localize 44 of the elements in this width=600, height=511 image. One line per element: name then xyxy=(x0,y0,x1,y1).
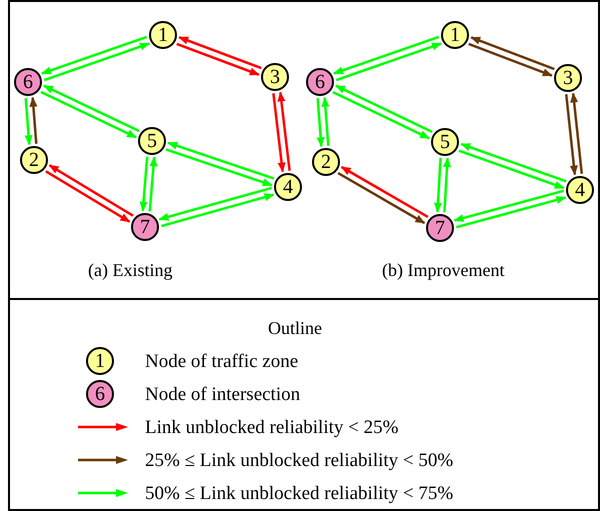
panel-caption: (a) Existing xyxy=(88,259,172,282)
arrow xyxy=(337,172,426,224)
arrow xyxy=(443,157,452,212)
arrow xyxy=(321,96,330,146)
arrow xyxy=(44,42,150,82)
arrow xyxy=(178,36,262,70)
panel-caption: (b) Improvement xyxy=(382,259,504,282)
arrow xyxy=(336,42,442,82)
arrow xyxy=(29,96,38,144)
arrow xyxy=(148,156,158,212)
arrow xyxy=(24,98,33,146)
legend-text: Link unblocked reliability < 25% xyxy=(145,418,398,437)
arrow xyxy=(434,158,442,213)
arrow xyxy=(161,193,274,228)
arrow xyxy=(277,91,291,171)
arrow xyxy=(48,164,134,217)
arrow xyxy=(45,170,130,223)
arrow xyxy=(140,156,148,212)
arrow xyxy=(460,142,567,183)
arrow xyxy=(564,94,578,176)
arrow xyxy=(158,186,272,221)
arrow xyxy=(332,90,430,140)
arrow xyxy=(458,149,565,190)
legend-text: Node of intersection xyxy=(145,385,300,404)
legend-text: Node of traffic zone xyxy=(145,352,298,371)
arrow xyxy=(316,98,325,148)
legend-text: 25% ≤ Link unblocked reliability < 50% xyxy=(145,451,454,470)
arrow xyxy=(454,190,564,222)
arrow xyxy=(468,42,553,77)
legend-title: Outline xyxy=(268,317,322,340)
arrow xyxy=(41,36,148,75)
arrow xyxy=(470,36,555,70)
arrow xyxy=(570,92,584,174)
arrow xyxy=(272,93,286,173)
arrow xyxy=(456,196,566,228)
arrow xyxy=(40,90,137,138)
legend-text: 50% ≤ Link unblocked reliability < 75% xyxy=(145,484,454,503)
arrow xyxy=(333,36,440,75)
arrow xyxy=(176,42,260,76)
arrow xyxy=(340,166,429,218)
arrow xyxy=(166,148,273,186)
arrow xyxy=(335,84,433,134)
arrow xyxy=(43,84,140,132)
arrow xyxy=(167,142,274,180)
